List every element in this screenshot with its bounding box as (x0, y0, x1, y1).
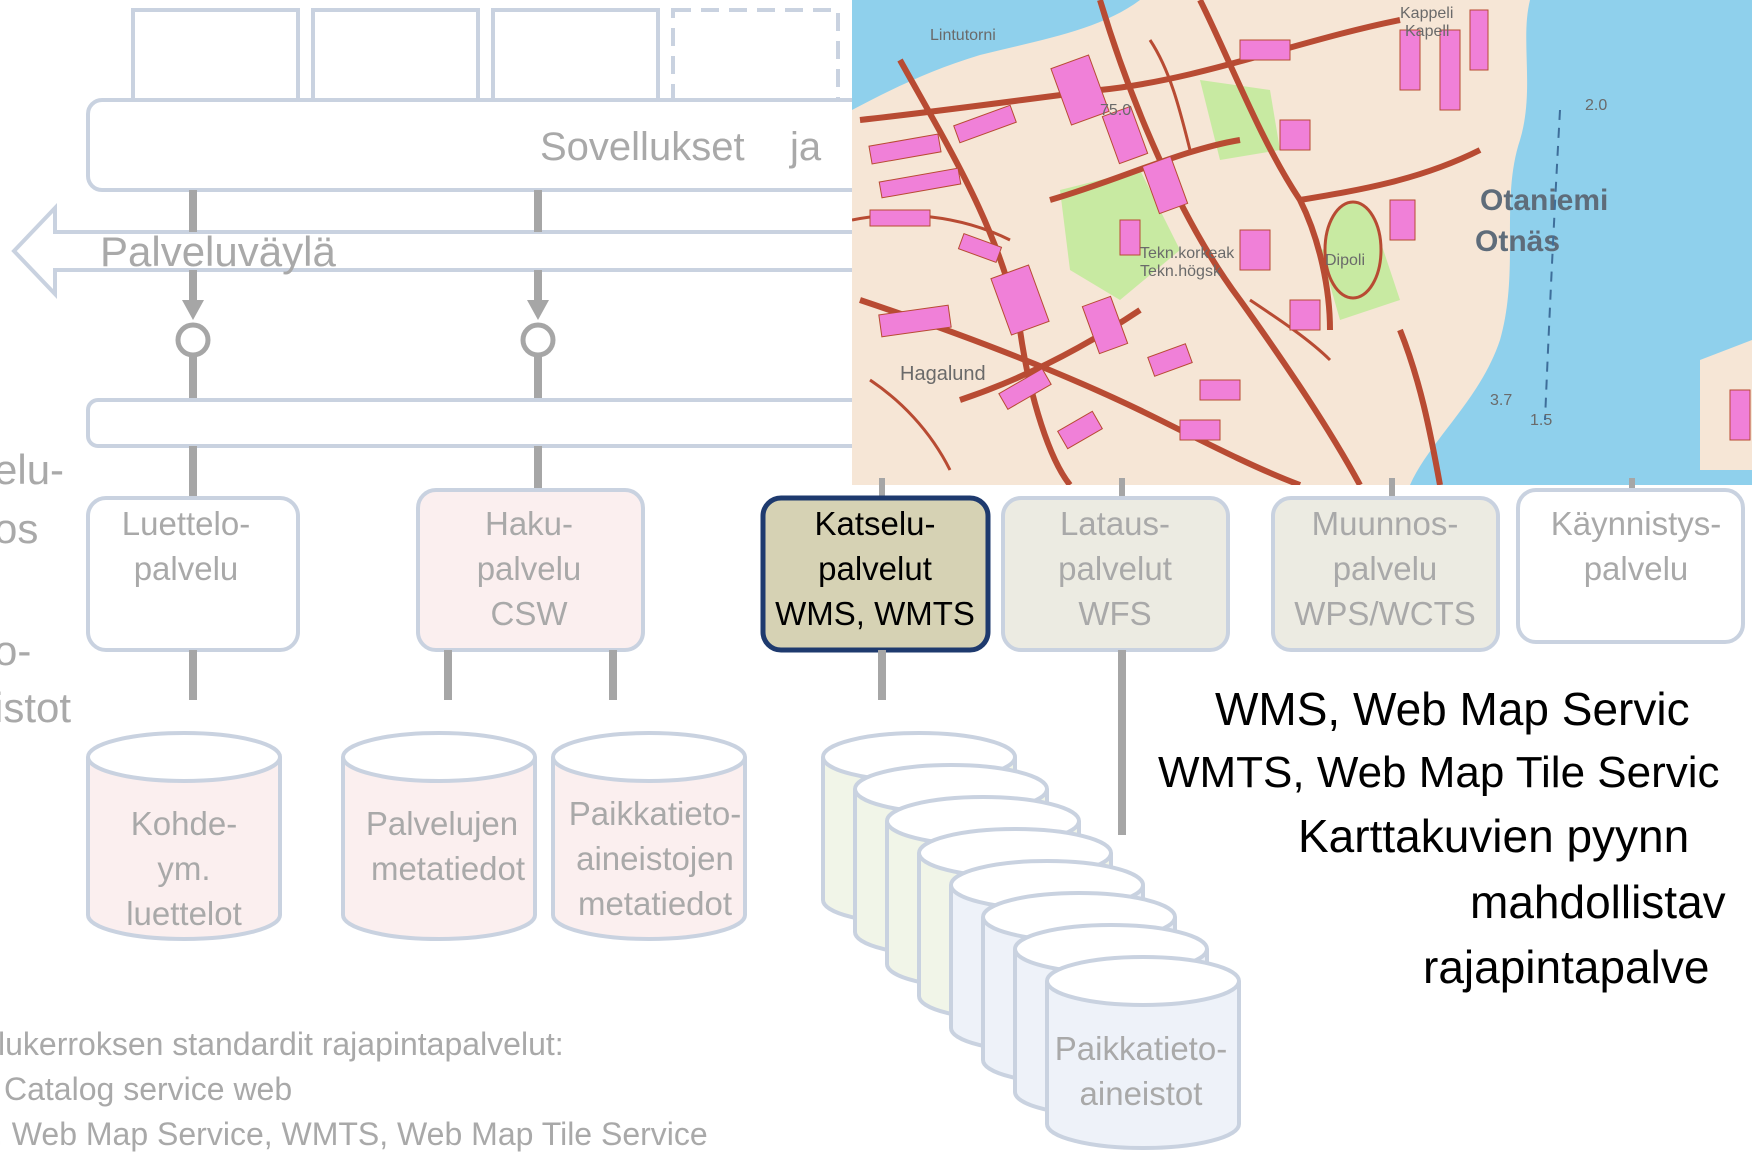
interface-socket (175, 322, 211, 358)
database-label: Palvelujen (366, 805, 518, 842)
service-box-lataus (1001, 496, 1230, 652)
application-layer-label: Sovellukset (540, 125, 745, 169)
footnote: lukerroksen standardit rajapintapalvelut… (0, 1026, 708, 1152)
map-label: 1.5 (1530, 412, 1552, 429)
database-label: metatiedot (578, 885, 732, 922)
database-palvelujen (341, 757, 537, 941)
callout-line: WMTS, Web Map Tile Servic (1158, 748, 1720, 797)
database-label: aineistojen (576, 840, 734, 877)
left-cut-text: istot (0, 684, 71, 731)
dataset-stack (821, 731, 1241, 1150)
service-layer-bar (86, 398, 890, 448)
callout-line: WMS, Web Map Servic (1215, 683, 1690, 735)
arrow-head (527, 300, 549, 320)
database-label: aineistot (1080, 1075, 1203, 1112)
map-label: Tekn.korkeak (1140, 245, 1235, 262)
app-box (131, 8, 300, 117)
service-label: palvelut (1058, 550, 1172, 587)
dataset-cylinder-front (1045, 981, 1241, 1150)
app-boxes (131, 8, 840, 117)
service-label: palvelut (818, 550, 932, 587)
service-label: WFS (1078, 595, 1151, 632)
application-layer-suffix: ja (789, 125, 822, 169)
map-place-names: Otaniemi Otnäs (1475, 184, 1608, 258)
bus-connectors (189, 190, 542, 400)
left-cut-text: o- (0, 627, 31, 674)
application-layer-bar (86, 98, 890, 192)
service-box-muunnos (1271, 496, 1500, 652)
service-label: Käynnistys- (1551, 505, 1722, 542)
map-water (852, 0, 1140, 110)
database-top (341, 731, 537, 783)
footnote-line: lukerroksen standardit rajapintapalvelut… (0, 1026, 564, 1062)
database-cylinders (86, 731, 747, 941)
arrow-head (182, 300, 204, 320)
service-label: palvelu (1333, 550, 1438, 587)
interface-socket (520, 322, 556, 358)
app-box (311, 8, 480, 117)
map-label: Tekn.högsk (1140, 263, 1222, 280)
database-label: metatiedot (371, 850, 525, 887)
callout-text: WMS, Web Map Servic WMTS, Web Map Tile S… (1158, 683, 1726, 993)
service-label: palvelu (134, 550, 239, 587)
service-label: Luettelo- (122, 505, 250, 542)
service-label: Lataus- (1060, 505, 1170, 542)
database-kohde (86, 757, 282, 941)
database-label: Paikkatieto- (1055, 1030, 1227, 1067)
map-label: Hagalund (900, 363, 986, 385)
service-box-kaynnistys (1516, 488, 1745, 644)
map-buildings (868, 9, 1751, 450)
service-label: WMS, WMTS (775, 595, 975, 632)
map-label: 75.0 (1100, 102, 1131, 119)
service-label: Muunnos- (1312, 505, 1459, 542)
service-label: palvelu (1584, 550, 1689, 587)
map-label: Kapell (1405, 23, 1449, 40)
footnote-line: , Web Map Service, WMTS, Web Map Tile Se… (0, 1116, 708, 1152)
service-bus-label: Palveluväylä (100, 228, 336, 275)
service-box-haku (416, 488, 645, 652)
left-cut-text: elu- (0, 446, 64, 493)
database-paikkatieto-metatiedot (551, 757, 747, 941)
database-labels: Kohde- ym. luettelot Palvelujen metatied… (126, 795, 1227, 1112)
service-box-katselu (760, 495, 991, 653)
service-label: WPS/WCTS (1294, 595, 1475, 632)
service-boxes (86, 488, 1745, 653)
callout-line: rajapintapalve (1423, 941, 1709, 993)
map-label: Dipoli (1325, 252, 1365, 269)
map-label: Lintutorni (930, 27, 996, 44)
database-label: Kohde- (131, 805, 237, 842)
database-label: ym. (157, 850, 210, 887)
service-connectors (189, 446, 542, 498)
map-connectors (879, 478, 1635, 497)
service-label: Katselu- (814, 505, 935, 542)
footnote-line: Catalog service web (4, 1071, 292, 1107)
map-label: 2.0 (1585, 97, 1607, 114)
service-labels: Luettelo- palvelu Haku- palvelu CSW Kats… (122, 505, 1722, 632)
left-cut-labels: elu- os o- istot (0, 446, 71, 731)
service-label: palvelu (477, 550, 582, 587)
left-cut-text: os (0, 505, 38, 552)
service-label: Haku- (485, 505, 573, 542)
callout-line: Karttakuvien pyynn (1298, 810, 1689, 862)
map-place-name: Otaniemi (1480, 184, 1608, 217)
map-place-name: Otnäs (1475, 225, 1560, 258)
database-label: luettelot (126, 895, 242, 932)
map-label: 3.7 (1490, 392, 1512, 409)
callout-line: mahdollistav (1470, 876, 1726, 928)
database-top (551, 731, 747, 783)
map-label: Kappeli (1400, 5, 1453, 22)
map-water (1410, 0, 1752, 485)
map-image: Lintutorni Kappeli Kapell Tekn.korkeak T… (852, 0, 1752, 485)
service-label: CSW (491, 595, 569, 632)
database-top (86, 731, 282, 783)
database-label: Paikkatieto- (569, 795, 741, 832)
database-connectors (189, 650, 1126, 835)
map-labels: Lintutorni Kappeli Kapell Tekn.korkeak T… (900, 5, 1607, 429)
